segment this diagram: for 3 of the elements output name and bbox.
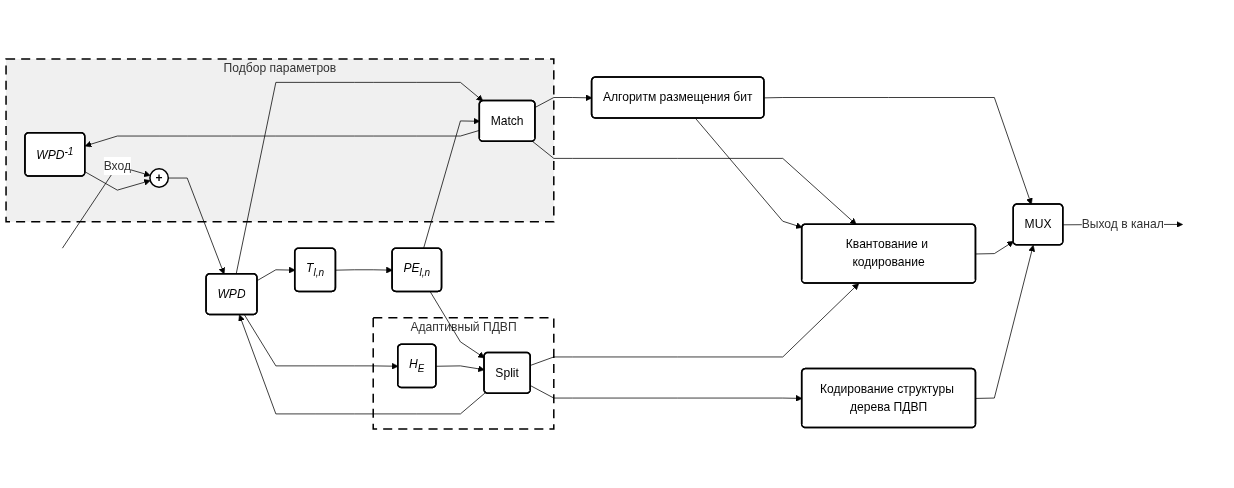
edge-label: Вход bbox=[103, 159, 132, 172]
edge-label: Выход в канал bbox=[1081, 217, 1164, 231]
node-circle: + bbox=[149, 168, 170, 188]
